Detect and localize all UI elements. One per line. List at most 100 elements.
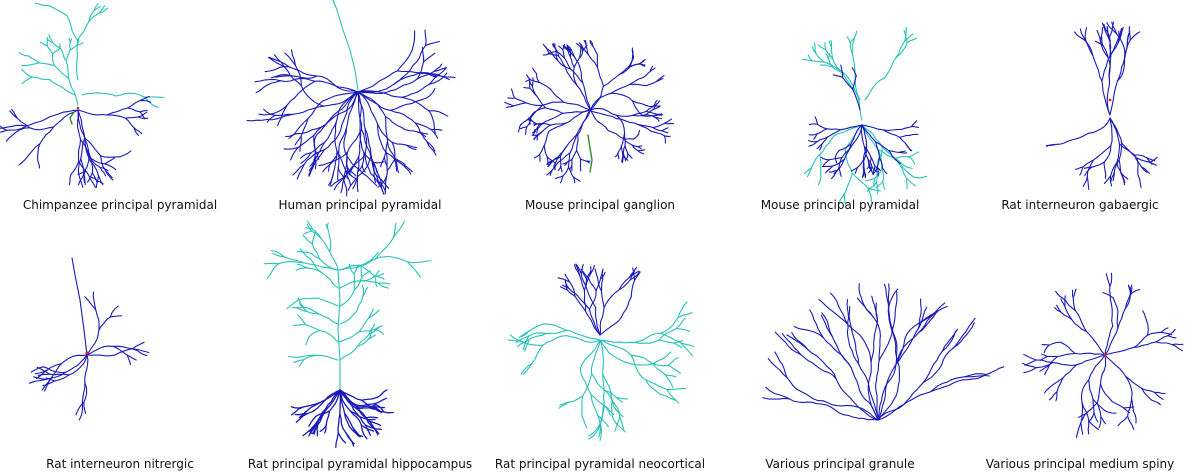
neuron-panel-chimpanzee-pyramidal: Chimpanzee principal pyramidal — [0, 0, 240, 233]
neurite-branch — [876, 183, 878, 194]
neurite-branch — [87, 355, 115, 356]
neurite-branch — [883, 182, 885, 189]
neurite-branch — [427, 141, 436, 155]
neurite-branch — [1049, 357, 1058, 366]
neuron-morphology-drawing — [0, 0, 240, 192]
neurite-branch — [821, 157, 829, 159]
neurite-branch — [391, 110, 416, 123]
neurite-branch — [1063, 365, 1077, 378]
neurite-branch — [604, 75, 620, 87]
neurite-branch — [362, 397, 378, 400]
neurite-branch — [1117, 311, 1118, 328]
neurite-branch — [563, 102, 590, 110]
neurite-branch — [361, 266, 374, 276]
neurite-branch — [1118, 416, 1128, 425]
neurite-branch — [542, 102, 563, 105]
neurite-branch — [120, 151, 131, 157]
soma-marker — [1103, 353, 1106, 356]
neurite-branch — [896, 157, 909, 159]
neurite-branch — [1128, 416, 1134, 429]
neurite-branch — [585, 40, 586, 46]
neurite-branch — [833, 59, 841, 71]
neurite-branch — [638, 147, 641, 149]
neurite-branch — [1088, 421, 1089, 434]
neurite-branch — [507, 106, 514, 108]
neurite-branch — [78, 110, 107, 115]
neurite-branch — [659, 340, 674, 343]
neurite-branch — [577, 135, 579, 150]
neuron-caption: Human principal pyramidal — [220, 198, 500, 212]
neurite-branch — [1087, 332, 1106, 356]
neurite-branch — [338, 414, 340, 433]
neurite-branch — [591, 340, 600, 374]
neurite-branch — [874, 178, 875, 186]
neurite-branch — [345, 413, 352, 429]
neurite-branch — [905, 166, 912, 168]
neurite-branch — [505, 102, 514, 106]
neurite-branch — [1147, 320, 1149, 335]
neuron-caption: Mouse principal pyramidal — [700, 198, 980, 212]
neurite-branch — [39, 63, 54, 66]
neurite-branch — [292, 76, 318, 79]
neurite-branch — [550, 89, 563, 102]
neurite-branch — [625, 146, 628, 154]
neurite-branch — [667, 390, 678, 403]
neurite-branch — [1073, 289, 1076, 298]
neurite-branch — [602, 291, 605, 308]
neurite-branch — [1110, 42, 1119, 56]
neurite-branch — [256, 81, 280, 93]
neurite-branch — [299, 298, 317, 299]
neurite-branch — [138, 112, 147, 117]
neurite-branch — [134, 128, 139, 136]
neurite-branch — [809, 124, 817, 125]
neurite-branch — [878, 392, 930, 420]
neurite-branch — [359, 318, 368, 331]
neurite-branch — [588, 135, 592, 172]
neurite-branch — [558, 166, 561, 171]
neurite-branch — [302, 403, 320, 408]
neurite-branch — [106, 171, 113, 180]
neurite-branch — [296, 268, 307, 271]
neurite-branch — [397, 50, 412, 71]
neurite-branch — [549, 113, 563, 120]
neurite-branch — [99, 317, 110, 330]
neurite-branch — [333, 0, 358, 90]
neurite-branch — [376, 238, 393, 259]
neurite-branch — [1117, 162, 1122, 174]
neurite-branch — [858, 298, 874, 317]
neurite-branch — [1161, 328, 1168, 332]
neurite-branch — [105, 164, 116, 170]
neurite-branch — [412, 31, 415, 51]
neurite-branch — [839, 168, 841, 176]
neurite-branch — [1126, 377, 1132, 399]
neurite-branch — [621, 297, 631, 317]
neurite-branch — [306, 337, 309, 344]
neurite-branch — [72, 258, 87, 355]
neurite-branch — [604, 290, 619, 308]
neurite-branch — [340, 332, 359, 343]
neurite-branch — [317, 410, 327, 423]
neurite-branch — [638, 131, 639, 135]
neurite-branch — [1156, 336, 1168, 342]
neurite-branch — [1044, 345, 1049, 353]
neurite-branch — [38, 159, 40, 169]
neurite-branch — [300, 249, 310, 259]
neurite-branch — [569, 167, 574, 177]
neurite-branch — [808, 141, 817, 142]
neurite-branch — [431, 129, 438, 138]
neurite-branch — [267, 264, 278, 278]
neurite-branch — [140, 111, 147, 112]
neurite-branch — [358, 71, 397, 92]
neurite-branch — [662, 131, 668, 133]
neuron-morphology-drawing — [720, 0, 960, 192]
neurite-branch — [1076, 422, 1081, 437]
neurite-branch — [818, 172, 821, 185]
neurite-branch — [1040, 357, 1047, 361]
neuron-caption: Various principal medium spiny — [940, 457, 1200, 471]
neurite-branch — [662, 128, 668, 131]
neuron-morphology-drawing — [960, 0, 1200, 192]
neuron-caption: Rat principal pyramidal hippocampus — [220, 457, 500, 471]
neurite-branch — [883, 130, 899, 138]
neurite-branch — [425, 30, 426, 45]
neurite-branch — [34, 377, 47, 380]
